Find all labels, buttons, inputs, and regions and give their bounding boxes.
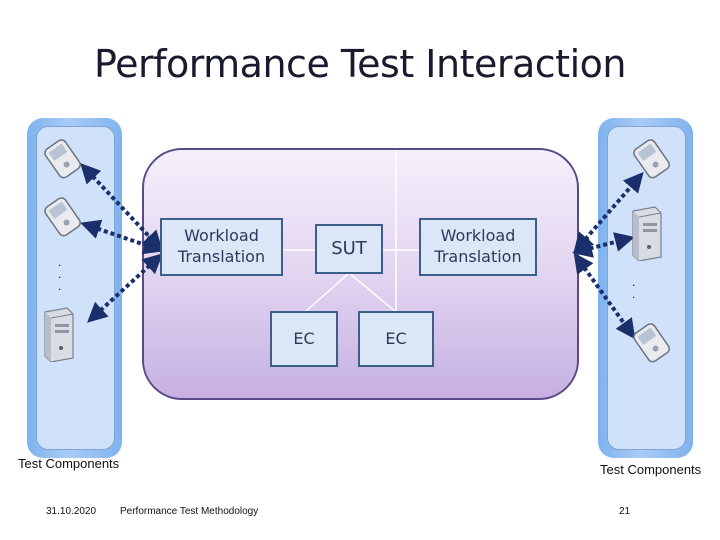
ec-right-box: EC bbox=[358, 311, 434, 367]
ec-left-box: EC bbox=[270, 311, 338, 367]
right-test-components-label: Test Components bbox=[600, 462, 702, 477]
sut-box: SUT bbox=[315, 224, 383, 274]
server-icon bbox=[37, 306, 77, 367]
footer-page-number: 21 bbox=[619, 506, 631, 517]
server-icon bbox=[625, 205, 665, 266]
workload-translation-right-box: Workload Translation bbox=[419, 218, 537, 276]
arrow-left-3 bbox=[87, 253, 163, 323]
ellipsis-right: .. bbox=[632, 275, 636, 301]
arrow-right-2 bbox=[572, 232, 635, 258]
connector-sut-ec-right bbox=[348, 272, 397, 313]
phone-icon bbox=[627, 136, 675, 185]
footer-subject: Performance Test Methodology bbox=[120, 506, 259, 517]
arrow-left-1 bbox=[80, 163, 163, 251]
phone-icon bbox=[38, 136, 86, 185]
phone-icon bbox=[627, 320, 675, 369]
connector-sut-ec-left bbox=[304, 272, 350, 313]
left-test-components-label: Test Components bbox=[18, 456, 120, 471]
footer-date: 31.10.2020 bbox=[46, 506, 97, 517]
arrow-right-3 bbox=[573, 252, 636, 340]
workload-translation-left-box: Workload Translation bbox=[160, 218, 283, 276]
phone-icon bbox=[38, 194, 86, 243]
slide-title: Performance Test Interaction bbox=[94, 42, 626, 86]
ellipsis-left: ... bbox=[58, 255, 62, 293]
arrow-left-2 bbox=[80, 219, 164, 255]
